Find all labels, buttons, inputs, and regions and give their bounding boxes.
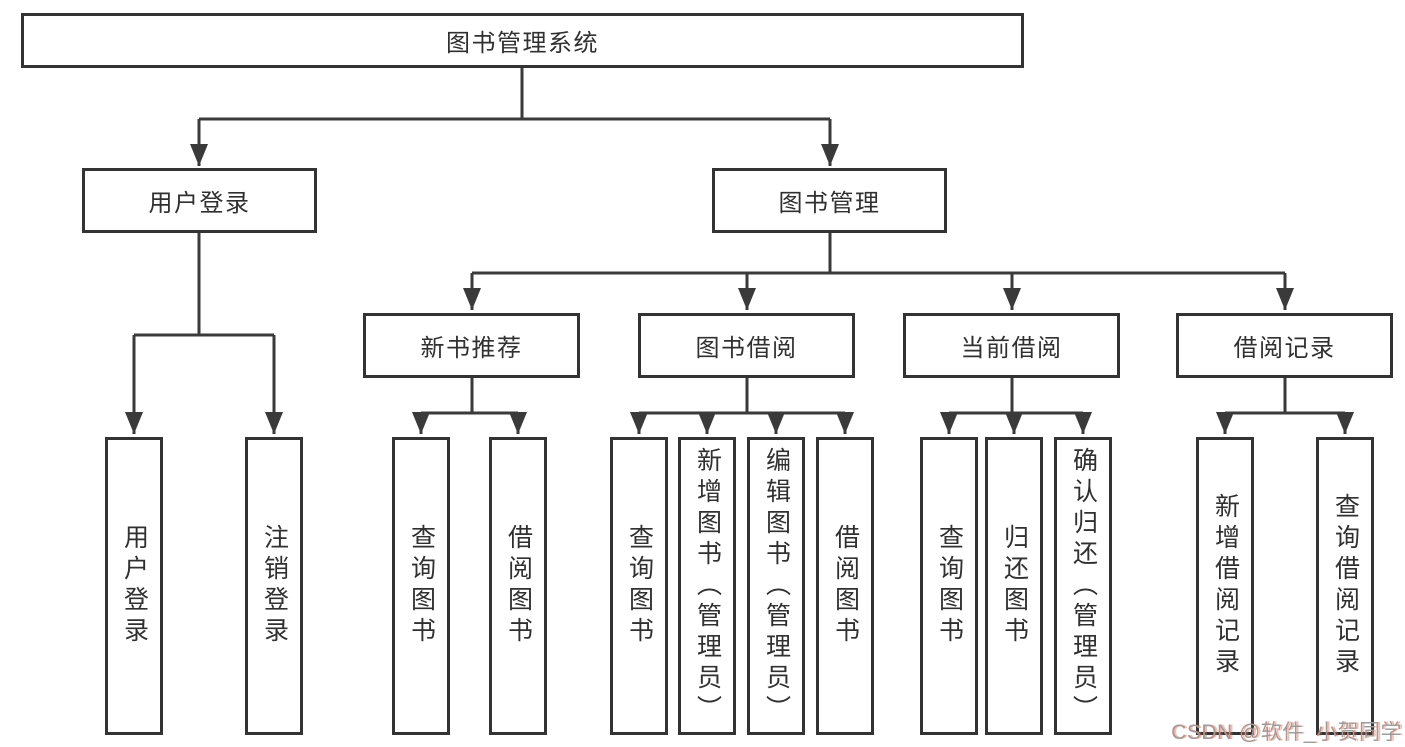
node-label: 查询图书 (935, 524, 964, 648)
leaf-confirm-return-admin: 确认归还（管理员） (1054, 437, 1112, 735)
node-book-management: 图书管理 (712, 168, 947, 233)
node-label: 查询借阅记录 (1331, 493, 1360, 679)
leaf-logout: 注销登录 (245, 437, 303, 735)
leaf-recommend-borrow-books: 借阅图书 (489, 437, 547, 735)
leaf-add-books-admin: 新增图书（管理员） (678, 437, 736, 735)
node-label: 编辑图书（管理员） (762, 446, 791, 726)
node-label: 借阅图书 (831, 524, 860, 648)
leaf-return-books: 归还图书 (985, 437, 1043, 735)
node-label: 注销登录 (260, 524, 289, 648)
node-label: 确认归还（管理员） (1069, 446, 1098, 726)
node-current-borrowing: 当前借阅 (903, 313, 1120, 378)
node-book-borrowing: 图书借阅 (638, 313, 855, 378)
node-user-login: 用户登录 (82, 168, 317, 233)
node-system-root: 图书管理系统 (21, 13, 1024, 68)
node-label: 用户登录 (148, 190, 251, 217)
csdn-watermark: CSDN @软件_小贺同学 (1171, 721, 1402, 744)
leaf-add-borrow-record: 新增借阅记录 (1196, 437, 1254, 735)
node-label: 新增借阅记录 (1211, 493, 1240, 679)
node-new-book-recommendation: 新书推荐 (363, 313, 580, 378)
leaf-current-query-books: 查询图书 (920, 437, 978, 735)
leaf-borrow-books: 借阅图书 (816, 437, 874, 735)
leaf-edit-books-admin: 编辑图书（管理员） (747, 437, 805, 735)
node-label: 查询图书 (625, 524, 654, 648)
leaf-user-login: 用户登录 (105, 437, 163, 735)
node-borrowing-records: 借阅记录 (1176, 313, 1393, 378)
node-label: 图书管理系统 (446, 30, 599, 57)
node-label: 图书借阅 (695, 335, 798, 362)
node-label: 借阅图书 (504, 524, 533, 648)
node-label: 用户登录 (120, 524, 149, 648)
node-label: 新书推荐 (420, 335, 523, 362)
node-label: 图书管理 (778, 190, 881, 217)
node-label: 借阅记录 (1233, 335, 1336, 362)
node-label: 归还图书 (1000, 524, 1029, 648)
leaf-query-borrow-record: 查询借阅记录 (1316, 437, 1374, 735)
node-label: 当前借阅 (960, 335, 1063, 362)
leaf-borrow-query-books: 查询图书 (610, 437, 668, 735)
leaf-recommend-query-books: 查询图书 (392, 437, 450, 735)
node-label: 新增图书（管理员） (693, 446, 722, 726)
node-label: 查询图书 (407, 524, 436, 648)
